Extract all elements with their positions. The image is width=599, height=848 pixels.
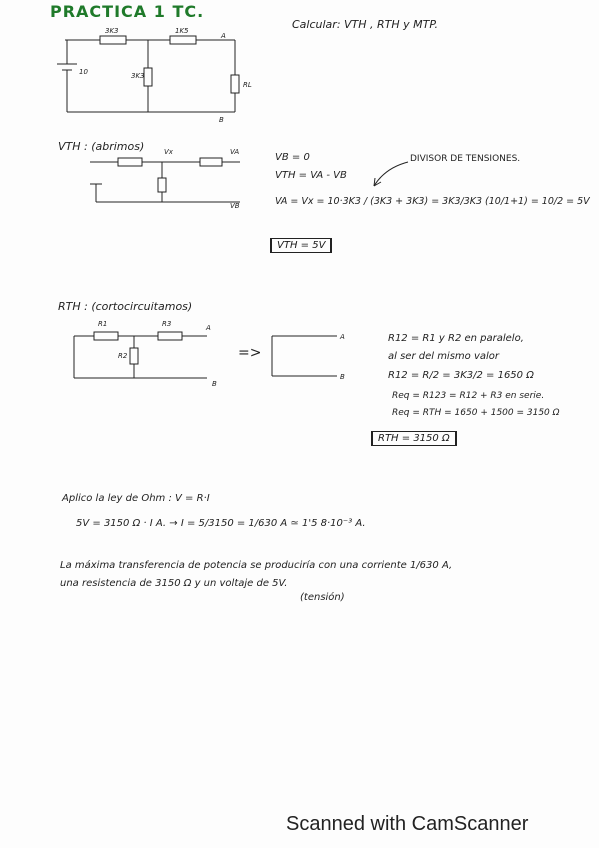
conclusion-line2: una resistencia de 3150 Ω y un voltaje d… bbox=[60, 578, 288, 589]
eq-node-a: A bbox=[339, 333, 345, 341]
rth-circuit-diagram: R1 R3 R2 A B bbox=[73, 320, 217, 388]
rth-eq3: R12 = R/2 = 3K3/2 = 1650 Ω bbox=[388, 370, 534, 381]
r1-label: 3K3 bbox=[105, 27, 119, 35]
page-title: PRACTICA 1 TC. bbox=[50, 2, 205, 21]
rth-heading: RTH : (cortocircuitamos) bbox=[58, 300, 193, 313]
rth-eq5: Req = RTH = 1650 + 1500 = 3150 Ω bbox=[392, 408, 560, 418]
rth-eq4: Req = R123 = R12 + R3 en serie. bbox=[392, 391, 545, 401]
node-a-label: A bbox=[220, 32, 226, 40]
r2-small-label: R2 bbox=[118, 352, 128, 360]
rth-eq1: R12 = R1 y R2 en paralelo, bbox=[388, 333, 524, 344]
vth-eq-va: VA = Vx = 10·3K3 / (3K3 + 3K3) = 3K3/3K3… bbox=[275, 196, 590, 207]
vth-eq-vb: VB = 0 bbox=[275, 152, 310, 163]
conclusion-line3: (tensión) bbox=[300, 592, 345, 603]
node-b-label: B bbox=[219, 116, 224, 124]
r2-label: 3K3 bbox=[131, 72, 145, 80]
rth-eq2: al ser del mismo valor bbox=[388, 351, 500, 362]
vth-eq-vth: VTH = VA - VB bbox=[275, 170, 347, 181]
divider-note: DIVISOR DE TENSIONES. bbox=[410, 154, 521, 164]
eq-node-b: B bbox=[340, 373, 345, 381]
rth-result: RTH = 3150 Ω bbox=[371, 431, 457, 446]
rth-node-a: A bbox=[205, 324, 211, 332]
conclusion-line1: La máxima transferencia de potencia se p… bbox=[60, 560, 453, 571]
rth-node-b: B bbox=[212, 380, 217, 388]
current-calculation: 5V = 3150 Ω · I A. → I = 5/3150 = 1/630 … bbox=[76, 518, 366, 529]
vb-label: VB bbox=[230, 202, 240, 210]
r3-small-label: R3 bbox=[162, 320, 171, 328]
r3-label: 1K5 bbox=[175, 27, 189, 35]
vth-heading: VTH : (abrimos) bbox=[58, 140, 145, 153]
va-label: VA bbox=[230, 148, 239, 156]
arrow-icon bbox=[373, 161, 409, 187]
rth-equivalent-diagram: A B bbox=[271, 333, 345, 381]
source-label: 10 bbox=[79, 68, 88, 76]
ohm-law-line: Aplico la ley de Ohm : V = R·I bbox=[62, 493, 210, 504]
vx-label: Vx bbox=[164, 148, 174, 156]
task-statement: Calcular: VTH , RTH y MTP. bbox=[292, 18, 438, 31]
camscanner-watermark: Scanned with CamScanner bbox=[286, 813, 529, 835]
vth-result: VTH = 5V bbox=[270, 238, 333, 253]
rl-label: RL bbox=[243, 81, 252, 89]
r1-small-label: R1 bbox=[98, 320, 107, 328]
main-circuit-diagram: 3K3 1K5 3K3 RL 10 A B bbox=[57, 27, 252, 124]
equivalent-arrow: => bbox=[238, 345, 262, 361]
vth-circuit-diagram: Vx VA VB bbox=[90, 148, 240, 210]
